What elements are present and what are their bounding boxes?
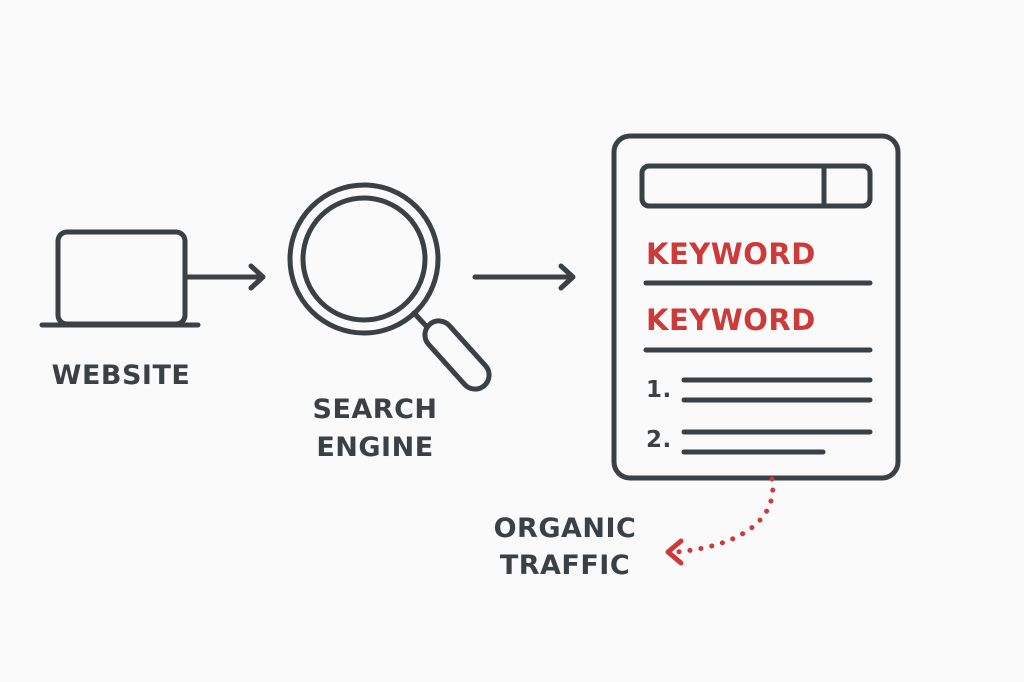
result-number-1: 1. bbox=[646, 377, 672, 403]
organic-traffic-label-line1: ORGANIC bbox=[494, 513, 637, 544]
arrowhead bbox=[248, 263, 266, 291]
dotted-curve bbox=[673, 476, 776, 555]
magnifier-handle bbox=[422, 318, 492, 392]
website-label: WEBSITE bbox=[52, 360, 191, 391]
arrow-website-to-search bbox=[185, 263, 266, 291]
search-results-page-icon: KEYWORD KEYWORD 1. 2. bbox=[611, 133, 901, 481]
arrowhead bbox=[558, 263, 576, 291]
lens-outer-ring bbox=[287, 182, 441, 336]
arrowhead-red bbox=[665, 538, 684, 566]
result-number-2: 2. bbox=[646, 427, 672, 453]
magnifying-glass-icon bbox=[287, 182, 492, 392]
search-engine-label-line1: SEARCH bbox=[313, 394, 438, 425]
search-engine-label-line2: ENGINE bbox=[316, 432, 433, 463]
results-page-frame bbox=[611, 133, 901, 481]
laptop-icon bbox=[39, 229, 201, 328]
lens-inner-ring bbox=[300, 195, 428, 323]
search-bar bbox=[639, 163, 873, 209]
arrow-search-to-results bbox=[472, 263, 576, 291]
keyword-label-1: KEYWORD bbox=[646, 237, 816, 271]
laptop-screen bbox=[55, 229, 188, 327]
organic-traffic-label-line2: TRAFFIC bbox=[500, 550, 630, 581]
organic-traffic-arrow bbox=[665, 476, 776, 566]
keyword-label-2: KEYWORD bbox=[646, 303, 816, 337]
lens-neck bbox=[411, 310, 430, 330]
